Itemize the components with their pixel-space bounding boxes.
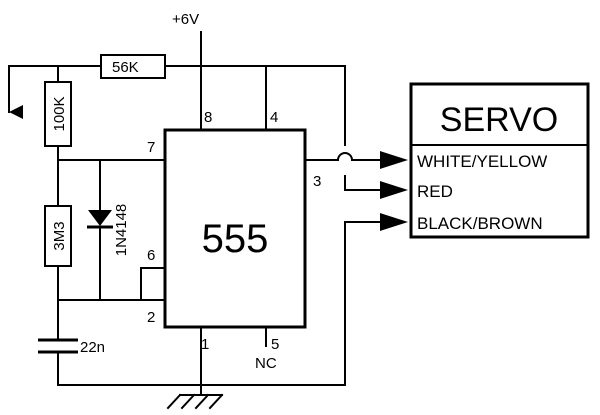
supply-label: +6V <box>172 11 199 28</box>
capacitor-label: 22n <box>80 339 105 356</box>
signal-arrow <box>380 151 408 169</box>
servo-wire-ground: BLACK/BROWN <box>417 214 543 233</box>
diode-label: 1N4148 <box>113 204 130 257</box>
supply-rail <box>164 31 346 146</box>
potentiometer-100k <box>44 81 72 147</box>
servo-wire-power: RED <box>417 182 453 201</box>
pin-6-label: 6 <box>147 247 155 264</box>
ic-555 <box>163 128 307 329</box>
ground-arrow <box>380 213 408 231</box>
pin-4-label: 4 <box>270 109 278 126</box>
pin-8-label: 8 <box>204 109 212 126</box>
pin-5-label: 5 <box>271 336 279 353</box>
resistor-3m3-label: 3M3 <box>51 221 68 250</box>
resistor-56k-label: 56K <box>112 59 139 76</box>
ic-label: 555 <box>202 217 269 261</box>
resistor-3m3 <box>44 205 72 267</box>
ground-symbol <box>166 393 224 410</box>
pin-2-label: 2 <box>147 309 155 326</box>
pin-1-label: 1 <box>201 336 209 353</box>
servo-title: SERVO <box>440 101 558 139</box>
pin-3-label: 3 <box>313 173 321 190</box>
potentiometer-label: 100K <box>51 96 68 131</box>
nc-label: NC <box>255 355 277 372</box>
wiper-wire <box>8 65 102 113</box>
servo-wire-signal: WHITE/YELLOW <box>417 152 547 171</box>
wiper-arrow <box>9 105 23 119</box>
pin-7-label: 7 <box>147 139 155 156</box>
servo-box <box>409 82 590 239</box>
diode-1n4148 <box>88 210 112 226</box>
power-arrow <box>380 181 408 199</box>
